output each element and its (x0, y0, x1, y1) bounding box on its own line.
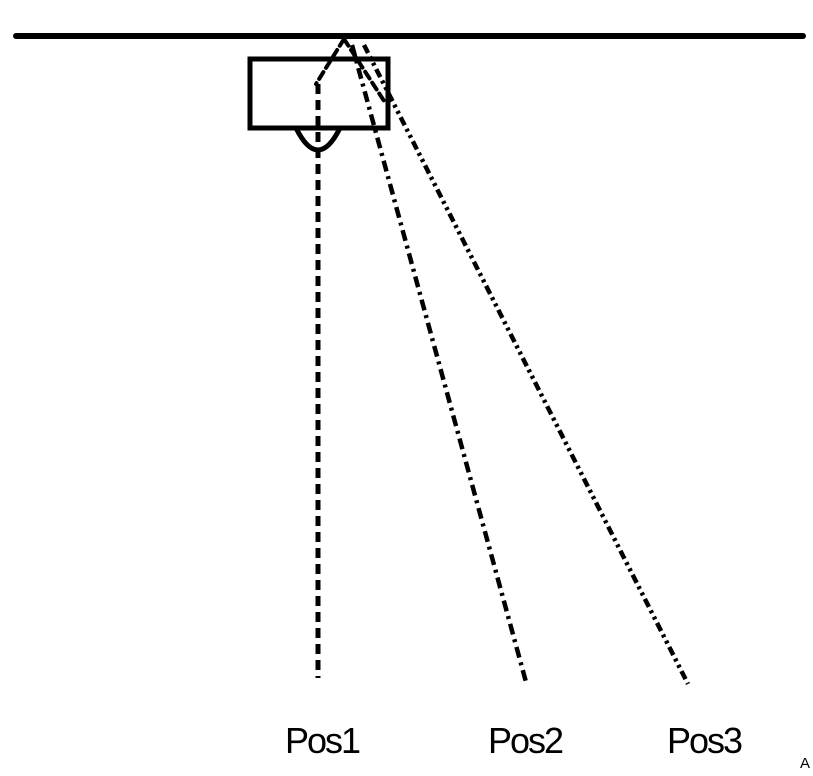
panel-letter: A (800, 755, 810, 772)
beam-pos3 (361, 43, 691, 686)
apex-link-pos1 (314, 37, 346, 86)
beam-pos2 (349, 44, 529, 683)
label-pos2: Pos2 (488, 720, 563, 761)
label-pos3: Pos3 (667, 720, 742, 761)
label-pos1: Pos1 (285, 720, 360, 761)
